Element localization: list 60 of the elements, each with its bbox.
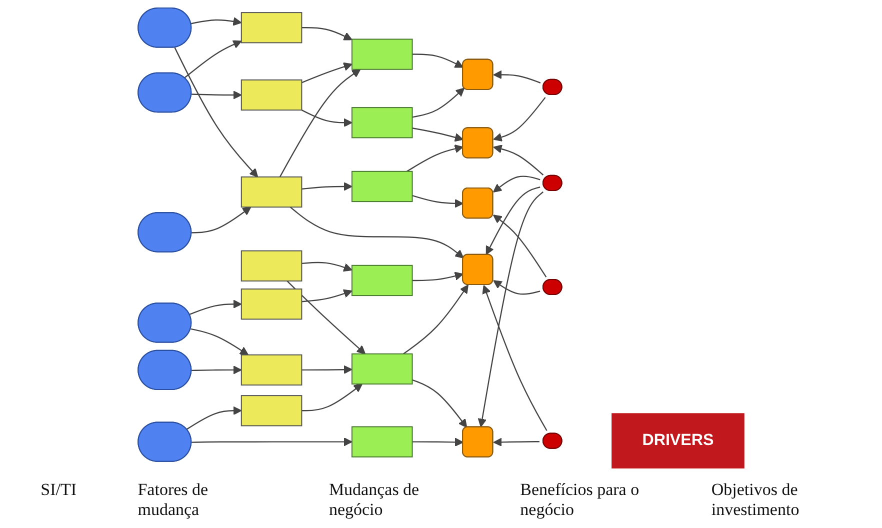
arrow [192, 90, 242, 100]
arrow [286, 280, 366, 354]
arrow [406, 144, 464, 172]
arrow [192, 366, 242, 374]
arrow [192, 206, 252, 234]
arrow [478, 191, 544, 428]
arrow [174, 47, 258, 178]
arrow [301, 62, 352, 84]
column-caption: Fatores de mudança [138, 480, 210, 520]
arrow [403, 284, 468, 354]
arrow [412, 128, 464, 142]
arrow [412, 272, 464, 282]
arrow [412, 54, 464, 68]
column-caption: Mudanças de negócio [328, 480, 420, 520]
node-box [612, 413, 744, 468]
arrow [302, 289, 352, 302]
arrow [493, 438, 540, 447]
node-box [240, 288, 302, 320]
arrow [279, 68, 361, 178]
node-box [351, 353, 413, 385]
node-box [351, 426, 413, 458]
node-box [240, 250, 302, 282]
arrow [493, 97, 546, 142]
arrow [412, 438, 464, 447]
arrow [412, 379, 468, 428]
arrow [290, 206, 464, 258]
arrow [190, 17, 242, 26]
arrow [486, 186, 540, 255]
arrow [302, 384, 363, 412]
arrow [186, 406, 242, 430]
arrow [189, 300, 242, 315]
node-box [351, 107, 413, 138]
node-box [240, 12, 302, 44]
arrow [412, 88, 465, 118]
arrow [190, 328, 249, 356]
column-caption: SI/TI [40, 480, 76, 501]
node-box [240, 79, 302, 111]
node-box [240, 395, 302, 426]
node-box [240, 176, 302, 208]
arrow [482, 284, 548, 431]
arrow [493, 280, 540, 295]
arrow [302, 262, 352, 272]
arrow [184, 40, 242, 78]
arrow [301, 110, 352, 128]
arrow [412, 194, 464, 208]
arrow [492, 176, 540, 193]
node-box [240, 354, 302, 386]
flow-diagram: DRIVERS [0, 0, 882, 476]
arrow [302, 365, 352, 374]
arrow [493, 70, 541, 84]
node-box [351, 264, 413, 296]
arrow [302, 182, 352, 191]
arrow [493, 214, 547, 278]
node-box [351, 170, 413, 202]
arrow [192, 437, 352, 446]
arrow [302, 27, 352, 40]
arrow [493, 144, 544, 176]
column-caption: Objetivos de investimento [711, 480, 800, 520]
node-box [351, 38, 413, 70]
column-caption: Benefícios para o negócio [520, 480, 640, 520]
